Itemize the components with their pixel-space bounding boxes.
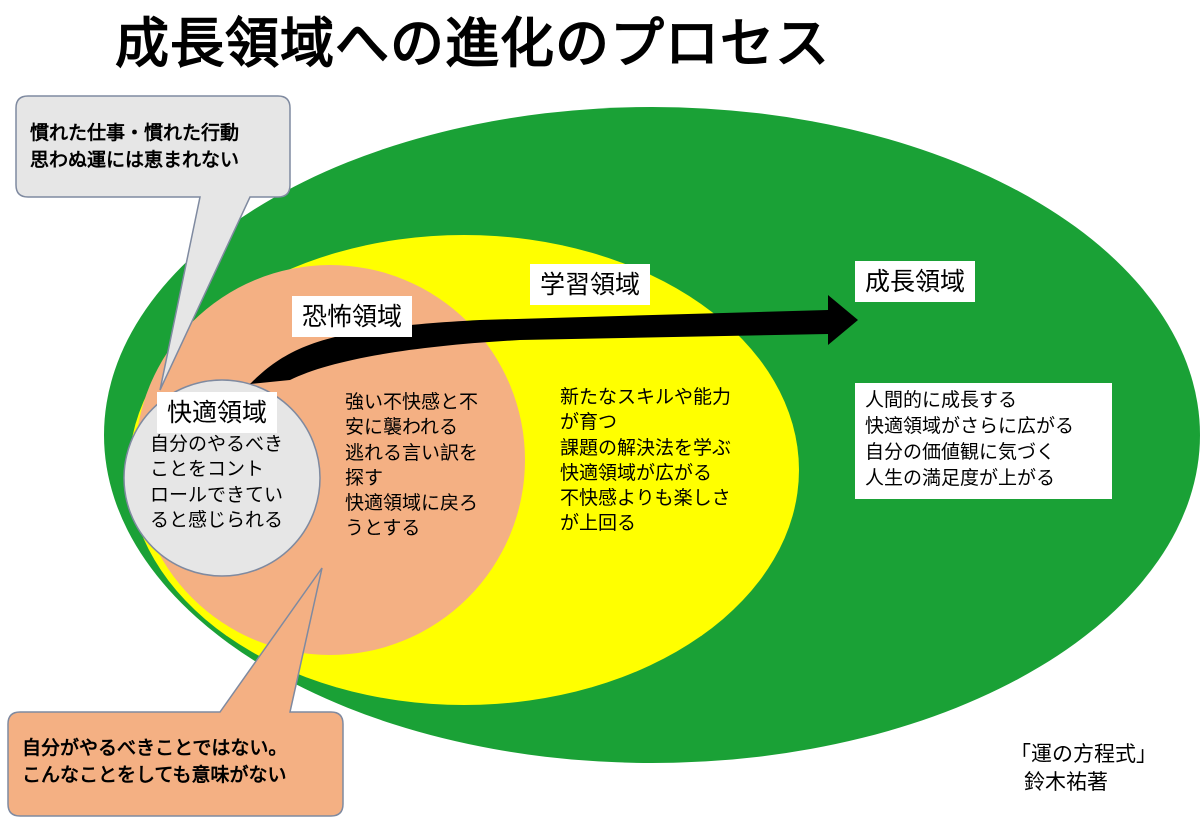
learning-zone-line: 課題の解決法を学ぶ [560,436,732,459]
fear-zone-line: 探す [345,466,384,489]
citation: 「運の方程式」 鈴木祐著 [1010,740,1157,797]
learning-zone-line: 快適領域が広がる [560,461,713,484]
comfort-zone-line: ると感じられる [150,508,284,531]
top-callout-line: 思わぬ運には恵まれない [30,148,240,171]
citation-author: 鈴木祐著 [1024,770,1108,795]
comfort-zone-description: 自分のやるべき ことをコント ロールできてい ると感じられる [150,432,283,533]
growth-zone-line: 人生の満足度が上がる [865,467,1056,490]
top-callout-text: 慣れた仕事・慣れた行動 思わぬ運には恵まれない [30,120,239,173]
growth-zone-line: 自分の価値観に気づく [865,441,1056,464]
growth-zone-label: 成長領域 [855,261,976,302]
growth-zone-line: 快適領域がさらに広がる [865,415,1075,438]
fear-zone-description: 強い不快感と不 安に襲われる 逃れる言い訳を 探す 快適領域に戻ろ うとする [345,390,478,542]
fear-zone-line: 快適領域に戻ろ [345,492,479,515]
learning-zone-line: 新たなスキルや能力 [560,386,732,408]
bottom-callout-line: こんなことをしても意味がない [22,763,287,786]
learning-zone-label: 学習領域 [530,264,651,305]
comfort-zone-line: ことをコント [150,458,265,481]
fear-zone-line: 逃れる言い訳を [345,441,479,464]
learning-zone-line: が育つ [560,411,618,434]
page-title: 成長領域への進化のプロセス [115,12,830,75]
bottom-callout-text: 自分がやるべきことではない。 こんなことをしても意味がない [22,735,287,788]
fear-zone-line: 安に襲われる [345,416,459,439]
comfort-zone-line: 自分のやるべき [150,433,284,455]
learning-zone-description: 新たなスキルや能力 が育つ 課題の解決法を学ぶ 快適領域が広がる 不快感よりも楽… [560,385,731,537]
fear-zone-line: 強い不快感と不 [345,391,479,413]
citation-book-title: 「運の方程式」 [1010,742,1157,766]
bottom-callout-bubble [7,567,344,817]
comfort-zone-label: 快適領域 [157,392,278,433]
top-callout-bubble [15,95,291,391]
growth-zone-line: 人間的に成長する [865,389,1018,411]
bottom-callout-line: 自分がやるべきことではない。 [22,737,288,759]
fear-zone-label: 恐怖領域 [292,296,413,337]
growth-zone-description: 人間的に成長する 快適領域がさらに広がる 自分の価値観に気づく 人生の満足度が上… [855,383,1112,499]
learning-zone-line: が上回る [560,512,637,535]
fear-zone-line: うとする [345,517,421,540]
learning-zone-line: 不快感よりも楽しさ [560,487,731,510]
comfort-zone-line: ロールできてい [150,483,284,506]
growth-process-arrow [250,295,858,384]
top-callout-line: 慣れた仕事・慣れた行動 [30,122,240,144]
